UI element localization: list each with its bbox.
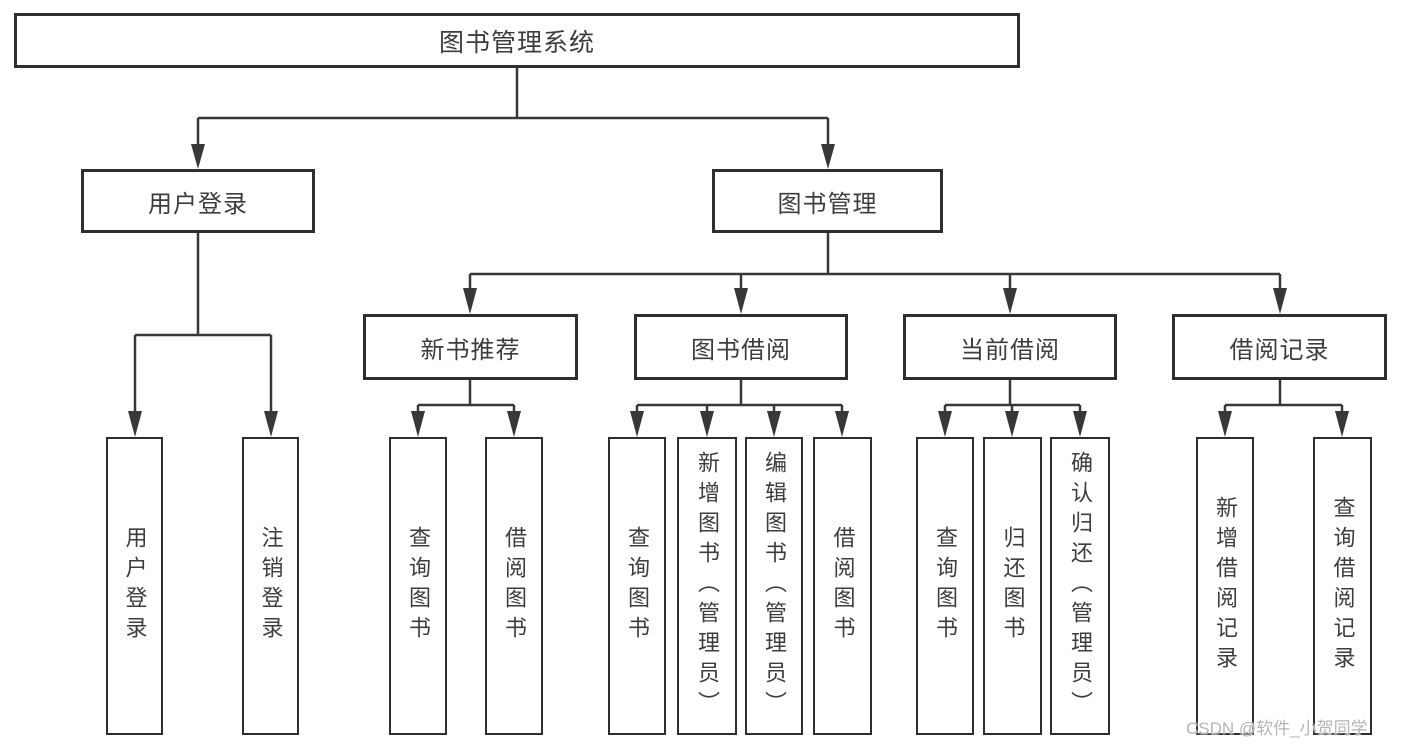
arrow-down-icon: [1218, 411, 1232, 437]
node-label: 编辑图书（管理员）: [762, 451, 787, 721]
leaf-query-books: 查询图书: [916, 437, 974, 735]
leaf-borrow-books: 借阅图书: [485, 437, 543, 735]
leaf-edit-books-admin: 编辑图书（管理员）: [745, 437, 803, 735]
node-label: 当前借阅: [960, 336, 1060, 364]
arrow-down-icon: [821, 144, 835, 169]
node-label: 新增借阅记录: [1213, 496, 1238, 676]
arrow-down-icon: [767, 411, 781, 437]
arrow-down-icon: [938, 411, 952, 437]
arrow-down-icon: [1073, 411, 1087, 437]
leaf-add-borrow-record: 新增借阅记录: [1196, 437, 1254, 735]
arrow-down-icon: [507, 411, 521, 437]
arrow-down-icon: [128, 411, 142, 437]
arrow-down-icon: [734, 288, 748, 314]
watermark: CSDN @软件_小贺同学: [1186, 719, 1368, 738]
node-user-login: 用户登录: [81, 169, 315, 233]
leaf-return-books: 归还图书: [983, 437, 1042, 735]
leaf-query-books: 查询图书: [389, 437, 447, 735]
node-label: 借阅图书: [830, 526, 856, 646]
elbow-line: [943, 380, 1082, 412]
leaf-confirm-return-admin: 确认归还（管理员）: [1050, 437, 1110, 735]
node-label: 用户登录: [122, 526, 148, 646]
node-label: 注销登录: [258, 526, 284, 646]
elbow-line: [416, 380, 516, 412]
node-new-book-recommendation: 新书推荐: [363, 314, 578, 380]
leaf-borrow-books: 借阅图书: [813, 437, 872, 735]
elbow-line: [468, 233, 1282, 289]
node-label: 查询图书: [625, 526, 650, 646]
leaf-user-login: 用户登录: [106, 437, 163, 735]
elbow-line: [196, 68, 830, 144]
node-label: 新增图书（管理员）: [695, 451, 720, 721]
node-label: 用户登录: [148, 190, 248, 218]
elbow-line: [133, 233, 273, 412]
connector-root-to-level2: [191, 68, 835, 169]
node-label: 确认归还（管理员）: [1068, 451, 1093, 721]
connector-book-borrowing-children: [630, 380, 849, 437]
node-label: 图书管理: [777, 190, 878, 218]
node-label: 查询借阅记录: [1330, 496, 1356, 676]
elbow-line: [635, 380, 844, 412]
elbow-line: [1223, 380, 1344, 412]
arrow-down-icon: [1273, 288, 1287, 314]
node-book-management: 图书管理: [712, 169, 943, 233]
node-book-management-system: 图书管理系统: [14, 13, 1020, 68]
connector-current-borrowing-children: [938, 380, 1087, 437]
arrow-down-icon: [630, 411, 644, 437]
node-label: 归还图书: [1000, 526, 1026, 646]
arrow-down-icon: [463, 288, 477, 314]
leaf-query-books: 查询图书: [608, 437, 666, 735]
leaf-logout: 注销登录: [242, 437, 299, 735]
arrow-down-icon: [700, 411, 714, 437]
connector-new-book-rec-children: [411, 380, 521, 437]
leaf-add-books-admin: 新增图书（管理员）: [677, 437, 737, 735]
node-label: 图书借阅: [691, 336, 791, 364]
node-borrowing-records: 借阅记录: [1172, 314, 1387, 380]
node-label: 查询图书: [406, 526, 431, 646]
node-label: 借阅记录: [1229, 336, 1330, 364]
arrow-down-icon: [835, 411, 849, 437]
arrow-down-icon: [1005, 411, 1019, 437]
node-book-borrowing: 图书借阅: [634, 314, 848, 380]
connector-borrowing-records-children: [1218, 380, 1349, 437]
arrow-down-icon: [411, 411, 425, 437]
node-current-borrowing: 当前借阅: [903, 314, 1117, 380]
leaf-query-borrow-record: 查询借阅记录: [1313, 437, 1372, 735]
arrow-down-icon: [264, 411, 278, 437]
connector-book-management-children: [463, 233, 1287, 314]
node-label: 查询图书: [933, 526, 958, 646]
node-label: 新书推荐: [420, 336, 521, 364]
connector-user-login-children: [128, 233, 278, 437]
node-label: 借阅图书: [502, 526, 527, 646]
arrow-down-icon: [1335, 411, 1349, 437]
arrow-down-icon: [191, 144, 205, 169]
node-label: 图书管理系统: [438, 28, 595, 57]
arrow-down-icon: [1003, 288, 1017, 314]
